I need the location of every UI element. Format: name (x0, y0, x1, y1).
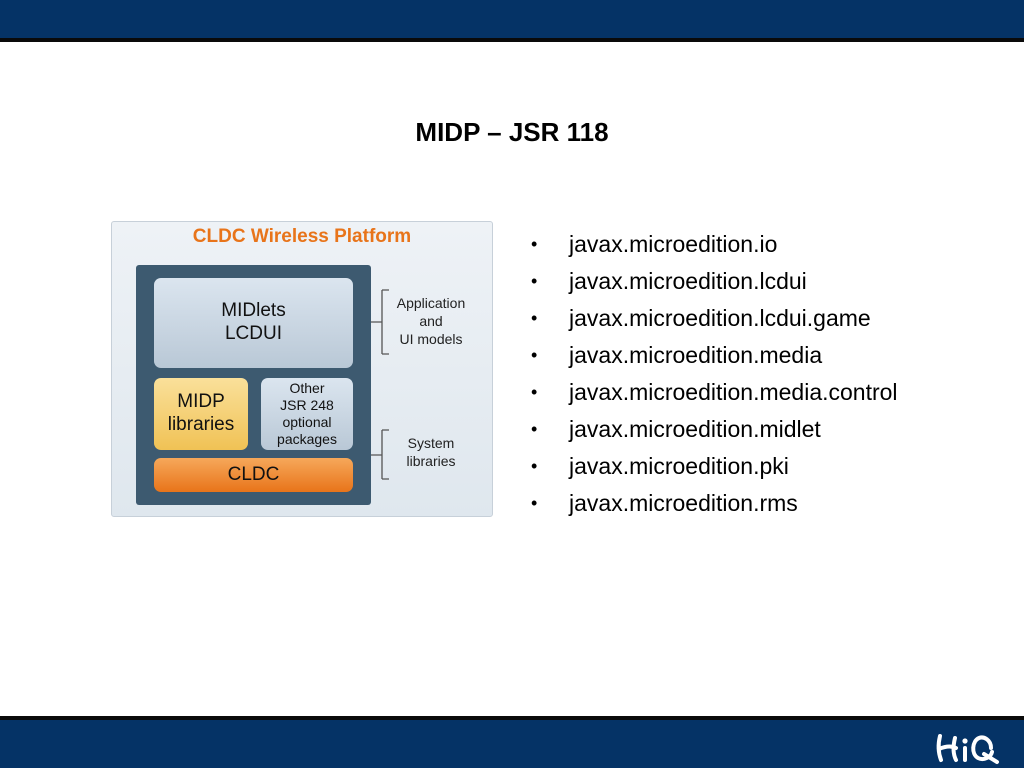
top-banner (0, 0, 1024, 42)
package-bullet-list: • javax.microedition.io • javax.microediti… (531, 226, 898, 522)
list-item: • javax.microedition.io (531, 226, 898, 263)
bullet-text: javax.microedition.lcdui.game (569, 305, 871, 331)
bullet-icon: • (531, 493, 538, 513)
optional-packages-box: Other JSR 248 optional packages (261, 378, 353, 450)
list-item: • javax.microedition.lcdui (531, 263, 898, 300)
bottom-banner (0, 716, 1024, 768)
sys-label-line-2: libraries (406, 453, 456, 470)
bullet-icon: • (531, 345, 538, 365)
hiq-logo-icon (936, 734, 999, 764)
list-item: • javax.microedition.media (531, 337, 898, 374)
list-item: • javax.microedition.pki (531, 448, 898, 485)
system-libraries-label: System libraries (396, 434, 466, 470)
lcdui-label: LCDUI (224, 323, 282, 344)
other-label: Other (289, 380, 325, 397)
jsr248-label: JSR 248 (280, 397, 334, 414)
packages-label: packages (277, 430, 337, 447)
list-item: • javax.microedition.midlet (531, 411, 898, 448)
bullet-icon: • (531, 419, 538, 439)
application-ui-models-label: Application and UI models (388, 294, 474, 349)
app-label-line-3: UI models (399, 331, 463, 348)
midp-libraries-box: MIDP libraries (154, 378, 248, 450)
app-bracket (371, 289, 389, 355)
list-item: • javax.microedition.media.control (531, 374, 898, 411)
system-bracket (371, 429, 389, 480)
bracket-lines (371, 289, 389, 480)
list-item: • javax.microedition.rms (531, 485, 898, 522)
midlets-lcdui-box: MIDlets LCDUI (154, 278, 353, 368)
list-item: • javax.microedition.lcdui.game (531, 300, 898, 337)
midp-label: MIDP (177, 391, 225, 413)
bullet-icon: • (531, 308, 538, 328)
bullet-text: javax.microedition.pki (569, 453, 789, 479)
bullet-text: javax.microedition.midlet (569, 416, 821, 442)
cldc-box: CLDC (154, 458, 353, 492)
app-label-line-1: Application (396, 295, 466, 311)
bullet-text: javax.microedition.lcdui (569, 268, 807, 294)
optional-label: optional (282, 414, 332, 430)
app-label-line-2: and (419, 313, 443, 330)
bullet-icon: • (531, 234, 538, 254)
bullet-icon: • (531, 382, 538, 402)
diagram-title: CLDC Wireless Platform (192, 226, 412, 247)
bullet-icon: • (531, 456, 538, 476)
cldc-platform-diagram: CLDC Wireless Platform MIDlets LCDUI MID… (111, 221, 493, 517)
midlets-label: MIDlets (221, 300, 286, 322)
bullet-text: javax.microedition.io (569, 231, 778, 257)
bullet-text: javax.microedition.media (569, 342, 823, 368)
slide-title: MIDP – JSR 118 (415, 117, 609, 147)
bullet-text: javax.microedition.media.control (569, 379, 898, 405)
platform-stack-frame: MIDlets LCDUI MIDP libraries Other JSR 2… (136, 265, 371, 505)
bullet-icon: • (531, 271, 538, 291)
bullet-text: javax.microedition.rms (569, 490, 798, 516)
sys-label-line-1: System (407, 435, 455, 451)
libraries-label: libraries (167, 414, 235, 435)
